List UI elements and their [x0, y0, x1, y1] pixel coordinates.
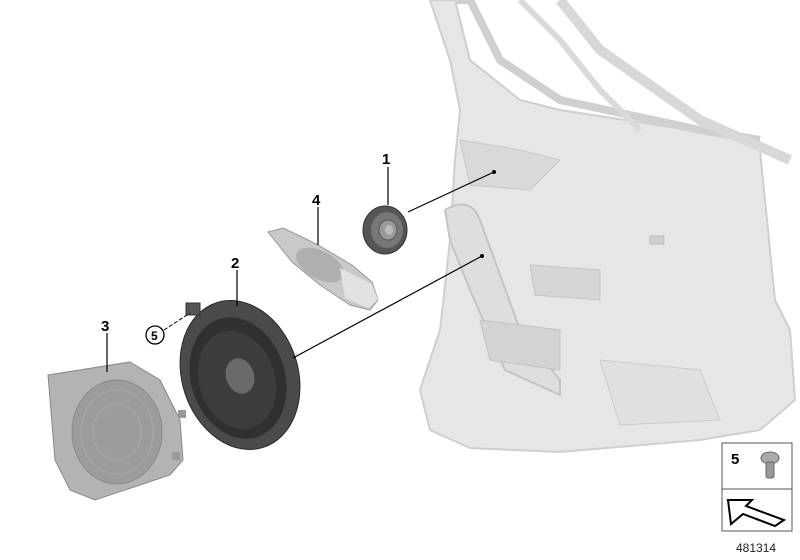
callout-label-4[interactable]: 4	[312, 192, 321, 209]
callout-label-3[interactable]: 3	[101, 318, 109, 335]
callout-circle-5	[145, 325, 165, 345]
legend-box: 5	[721, 442, 793, 532]
woofer-speaker-part-2[interactable]	[161, 285, 318, 465]
door-lock-switch	[649, 235, 665, 245]
callout-label-2[interactable]: 2	[231, 255, 239, 272]
callout-label-1[interactable]: 1	[382, 151, 390, 168]
callout-label-5[interactable]: 5	[151, 329, 158, 343]
legend-number-5: 5	[731, 451, 739, 468]
tweeter-part-1[interactable]	[362, 205, 408, 255]
screw-icon	[760, 451, 780, 479]
lower-speaker-grille-part-3[interactable]	[47, 361, 186, 501]
direction-arrow-icon	[726, 499, 787, 528]
rear-door-panel	[418, 0, 797, 454]
diagram-id: 481314	[736, 541, 776, 555]
upper-speaker-grille-part-4[interactable]	[267, 227, 379, 311]
